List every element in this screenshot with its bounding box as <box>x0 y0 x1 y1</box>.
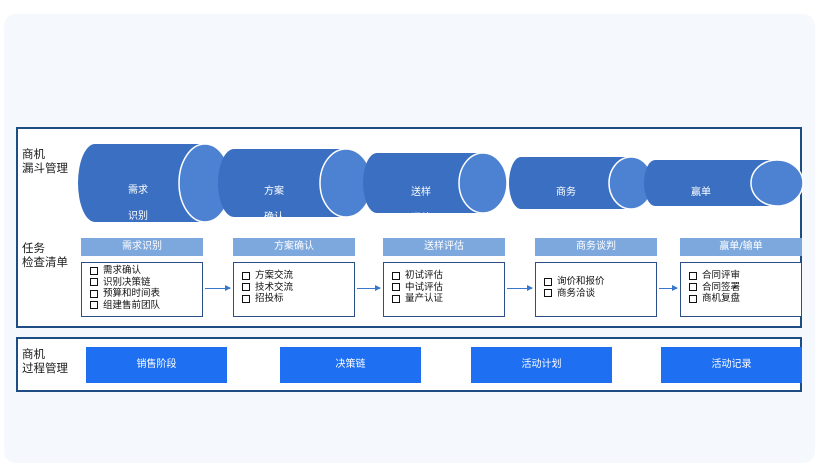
process-label-line1: 商机 <box>22 347 45 361</box>
funnel-tube-2 <box>218 148 373 218</box>
stage-2-line2: 确认 <box>264 212 284 223</box>
task-item: 初试评估 <box>392 270 443 282</box>
stage-3-line1: 送样 <box>411 187 431 198</box>
task-item-label: 技术交流 <box>255 281 294 293</box>
task-list-box-1: 需求确认 识别决策链 预算和时间表 组建售前团队 <box>81 262 203 317</box>
checkbox-icon <box>90 301 98 310</box>
task-section-label: 任务 检查清单 <box>22 241 68 269</box>
funnel-label-line1: 商机 <box>22 147 45 161</box>
checkbox-icon <box>242 283 250 292</box>
funnel-tube-1 <box>78 143 232 223</box>
funnel-section-label: 商机 漏斗管理 <box>22 147 68 175</box>
task-item: 合同签署 <box>689 282 740 294</box>
process-section-label: 商机 过程管理 <box>22 347 68 375</box>
task-item-label: 量产认证 <box>405 293 444 304</box>
task-item: 中试评估 <box>392 282 443 294</box>
checkbox-icon <box>544 277 552 286</box>
task-item: 商机复盘 <box>689 293 740 305</box>
checkbox-icon <box>90 289 98 298</box>
task-list-4: 询价和报价 商务洽谈 <box>544 276 605 299</box>
task-item: 需求确认 <box>90 265 160 277</box>
task-label-line2: 检查清单 <box>22 255 68 269</box>
stage-1-line2: 识别 <box>128 211 148 222</box>
task-header-3: 送样评估 <box>383 238 505 256</box>
task-item: 预算和时间表 <box>90 288 160 300</box>
task-list-box-3: 初试评估 中试评估 量产认证 <box>383 262 505 317</box>
task-list-box-5: 合同评审 合同签署 商机复盘 <box>680 262 802 317</box>
task-item-label: 识别决策链 <box>103 276 151 288</box>
task-header-5: 赢单/输单 <box>680 238 802 256</box>
task-list-2: 方案交流 技术交流 招投标 <box>242 270 293 305</box>
funnel-stage-1-label: 需求 识别 <box>118 171 158 236</box>
task-label-line1: 任务 <box>22 241 45 255</box>
stage-5-line1: 赢单 <box>691 187 711 198</box>
task-item-label: 组建售前团队 <box>103 299 161 311</box>
task-item-label: 初试评估 <box>405 270 444 281</box>
task-item: 招投标 <box>242 293 293 305</box>
checkbox-icon <box>392 294 400 303</box>
stage-1-line1: 需求 <box>128 185 148 196</box>
funnel-tube-4 <box>509 156 654 210</box>
task-item-label: 商机复盘 <box>702 293 741 304</box>
task-list-box-4: 询价和报价 商务洽谈 <box>535 262 657 317</box>
checkbox-icon <box>689 283 697 292</box>
checkbox-icon <box>392 271 400 280</box>
activity-record-button[interactable]: 活动记录 <box>661 347 802 383</box>
checkbox-icon <box>689 294 697 303</box>
task-list-box-2: 方案交流 技术交流 招投标 <box>233 262 355 317</box>
checkbox-icon <box>689 271 697 280</box>
task-header-4: 商务谈判 <box>535 238 657 256</box>
checkbox-icon <box>90 278 98 287</box>
task-item-label: 商务洽谈 <box>557 287 596 299</box>
task-item: 方案交流 <box>242 270 293 282</box>
checkbox-icon <box>90 266 98 275</box>
checkbox-icon <box>544 289 552 298</box>
task-header-2: 方案确认 <box>233 238 355 256</box>
task-item-label: 询价和报价 <box>557 276 605 287</box>
task-item: 识别决策链 <box>90 277 160 289</box>
task-header-1: 需求识别 <box>81 238 203 256</box>
stage-4-line1: 商务 <box>556 187 576 198</box>
funnel-label-line2: 漏斗管理 <box>22 161 68 175</box>
task-item-label: 中试评估 <box>405 281 444 293</box>
task-item: 量产认证 <box>392 293 443 305</box>
checkbox-icon <box>392 283 400 292</box>
task-item: 组建售前团队 <box>90 300 160 312</box>
stage-2-line1: 方案 <box>264 186 284 197</box>
task-item-label: 招投标 <box>255 293 284 304</box>
task-item-label: 合同签署 <box>702 281 741 293</box>
task-item-label: 预算和时间表 <box>103 288 161 299</box>
flow-arrow-4 <box>659 285 678 291</box>
checkbox-icon <box>242 294 250 303</box>
sales-stage-button[interactable]: 销售阶段 <box>86 347 227 383</box>
task-item-label: 需求确认 <box>103 265 142 276</box>
task-list-5: 合同评审 合同签署 商机复盘 <box>689 270 740 305</box>
funnel-stage-3-label: 送样 评估 <box>401 173 441 238</box>
task-item: 商务洽谈 <box>544 288 605 300</box>
stage-5-line2: 输单 <box>691 213 711 224</box>
funnel-stage-5-label: 赢单 输单 <box>681 173 721 238</box>
task-item-label: 方案交流 <box>255 270 294 281</box>
funnel-stage-4-label: 商务 谈判 <box>546 173 586 238</box>
funnel-tube-5 <box>644 159 804 207</box>
decision-chain-button[interactable]: 决策链 <box>280 347 421 383</box>
checkbox-icon <box>242 271 250 280</box>
stage-4-line2: 谈判 <box>556 213 576 224</box>
task-list-1: 需求确认 识别决策链 预算和时间表 组建售前团队 <box>90 265 160 311</box>
task-item: 询价和报价 <box>544 276 605 288</box>
activity-plan-button[interactable]: 活动计划 <box>471 347 612 383</box>
process-label-line2: 过程管理 <box>22 361 68 375</box>
stage-3-line2: 评估 <box>411 213 431 224</box>
flow-arrow-1 <box>205 285 231 291</box>
task-list-3: 初试评估 中试评估 量产认证 <box>392 270 443 305</box>
flow-arrow-3 <box>507 285 533 291</box>
task-item: 合同评审 <box>689 270 740 282</box>
flow-arrow-2 <box>357 285 381 291</box>
task-item: 技术交流 <box>242 282 293 294</box>
task-item-label: 合同评审 <box>702 270 741 281</box>
funnel-tube-3 <box>363 152 508 214</box>
funnel-stage-2-label: 方案 确认 <box>254 172 294 237</box>
